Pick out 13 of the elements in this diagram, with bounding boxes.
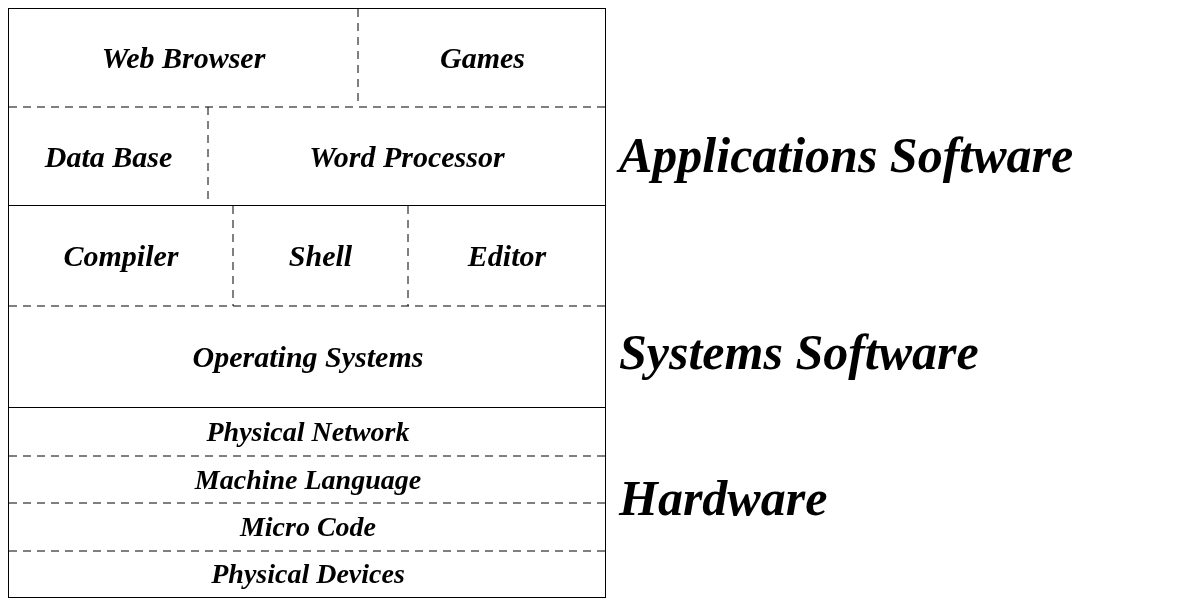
component-label: Editor xyxy=(467,241,547,271)
component-label: Games xyxy=(440,43,525,73)
component-label: Physical Network xyxy=(206,418,410,446)
component-label: Compiler xyxy=(63,241,179,271)
layer-heading: Hardware xyxy=(619,473,828,523)
component-label: Physical Devices xyxy=(211,560,405,588)
component-label: Word Processor xyxy=(309,141,505,172)
component-label: Micro Code xyxy=(239,513,377,541)
component-label: Web Browser xyxy=(101,43,266,73)
component-label: Operating Systems xyxy=(192,341,424,372)
component-label: Machine Language xyxy=(194,465,422,494)
component-label: Shell xyxy=(288,241,353,271)
component-label: Data Base xyxy=(44,141,173,172)
